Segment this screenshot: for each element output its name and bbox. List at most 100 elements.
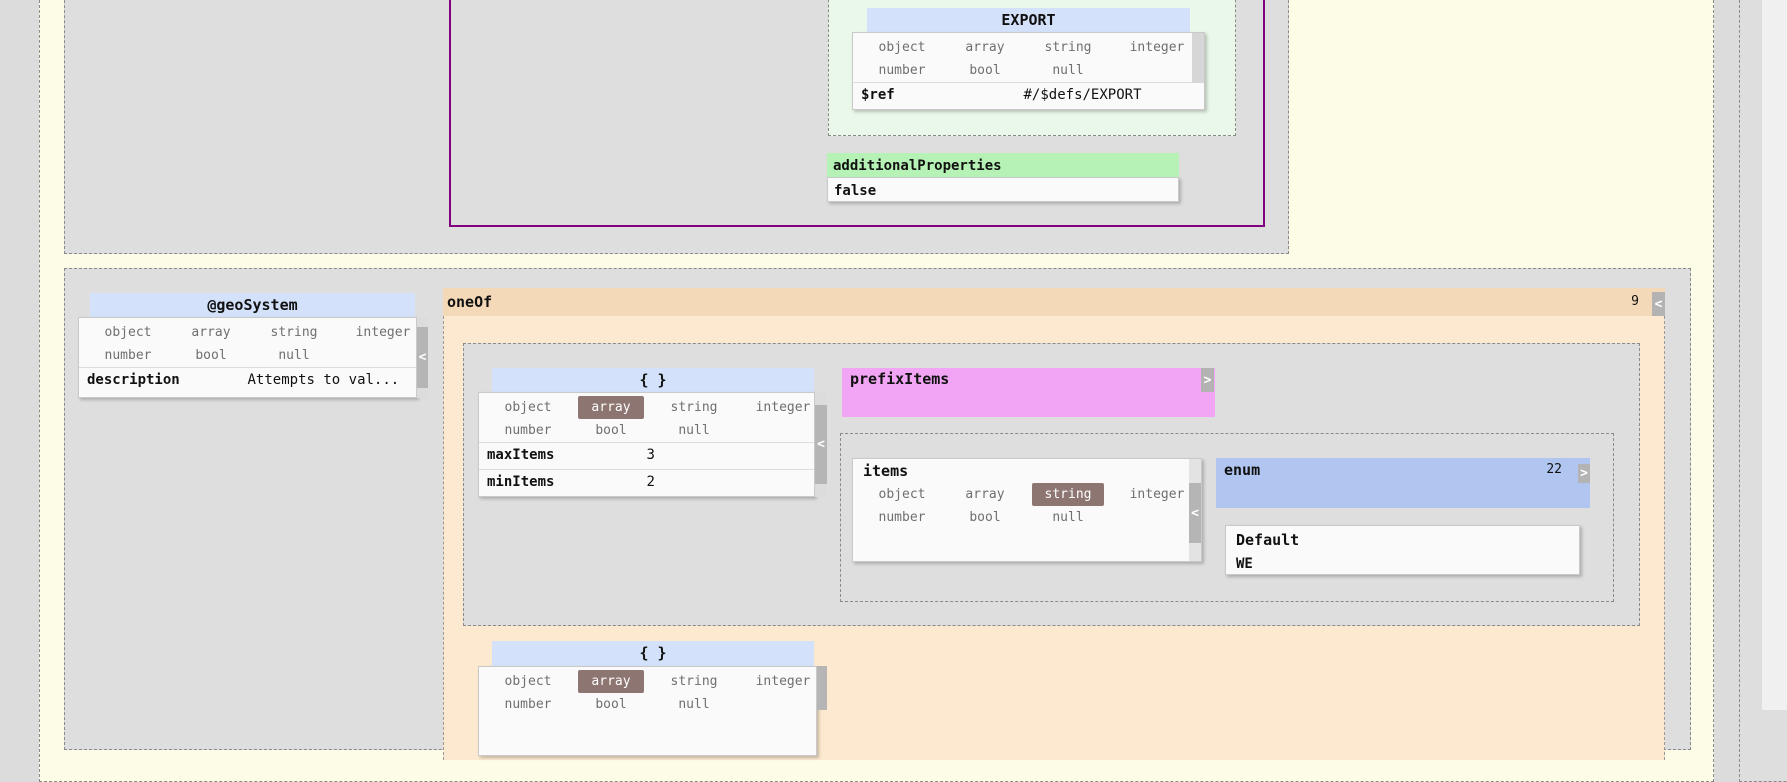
type-option-string[interactable]: string	[270, 325, 318, 340]
additional-properties-value-row[interactable]: false	[827, 177, 1179, 202]
tuple-schema-title-bar[interactable]: { }	[492, 368, 814, 392]
type-option-integer[interactable]: integer	[755, 400, 811, 415]
type-option-number[interactable]: number	[878, 510, 926, 525]
type-option-null[interactable]: null	[278, 348, 310, 363]
maxitems-value: 3	[646, 447, 655, 463]
type-option-row: object array string integer	[853, 36, 1204, 59]
prefixitems-expand-button[interactable]: >	[1201, 368, 1214, 392]
type-option-row: object array string integer	[853, 483, 1201, 506]
minitems-value: 2	[646, 474, 655, 490]
type-option-object[interactable]: object	[878, 487, 926, 502]
type-option-object[interactable]: object	[504, 674, 552, 689]
collapse-left-icon[interactable]: <	[815, 404, 827, 485]
type-option-null[interactable]: null	[678, 423, 710, 438]
type-option-number[interactable]: number	[504, 423, 552, 438]
type-option-object[interactable]: object	[878, 40, 926, 55]
type-option-number[interactable]: number	[104, 348, 152, 363]
tuple-schema-2-body: object array string integer number bool null	[478, 666, 817, 756]
geosystem-collapse-strip[interactable]: <	[417, 317, 428, 398]
type-option-row: number bool null	[479, 419, 814, 442]
collapse-left-icon[interactable]: <	[1189, 483, 1201, 543]
collapse-left-icon: <	[1654, 296, 1663, 312]
tuple-schema-collapse-strip[interactable]: <	[815, 392, 827, 497]
enum-default-label: Default	[1236, 531, 1300, 549]
tuple-schema-2-collapse-strip[interactable]	[817, 666, 827, 710]
enum-default-value: WE	[1236, 556, 1253, 572]
type-option-null[interactable]: null	[1052, 510, 1084, 525]
type-option-string[interactable]: string	[1031, 483, 1105, 506]
type-option-integer[interactable]: integer	[1129, 487, 1185, 502]
prefixitems-label: prefixItems	[850, 370, 950, 388]
vertical-scrollbar-track[interactable]	[1762, 0, 1787, 710]
type-option-object[interactable]: object	[504, 400, 552, 415]
enum-default-box[interactable]: Default WE	[1225, 525, 1580, 575]
prefixitems-box[interactable]: prefixItems >	[842, 368, 1215, 417]
type-option-bool[interactable]: bool	[195, 348, 227, 363]
type-option-array[interactable]: array	[191, 325, 231, 340]
expand-right-icon: >	[1203, 372, 1212, 388]
type-option-integer[interactable]: integer	[355, 325, 411, 340]
ref-value: #/$defs/EXPORT	[1023, 87, 1142, 103]
type-option-null[interactable]: null	[1052, 63, 1084, 78]
type-option-string[interactable]: string	[670, 400, 718, 415]
schema-editor-canvas: { "colors": { "page_bg": "#dcdcdc", "pan…	[39, 0, 1787, 782]
geosystem-body: object array string integer number bool null d…	[78, 317, 417, 398]
tuple-schema-body: object array string integer number bool null m…	[478, 392, 815, 497]
expand-right-icon: >	[1580, 466, 1588, 481]
type-option-bool[interactable]: bool	[595, 423, 627, 438]
description-row[interactable]: description Attempts to val...	[79, 367, 416, 394]
tuple-schema-title: { }	[639, 371, 667, 389]
description-key: description	[87, 372, 180, 388]
type-option-array[interactable]: array	[965, 40, 1005, 55]
type-option-number[interactable]: number	[878, 63, 926, 78]
items-type-selector: object array string integer number bool null	[853, 483, 1201, 529]
selected-node-outline	[449, 0, 1265, 227]
type-option-bool[interactable]: bool	[969, 510, 1001, 525]
export-body: object array string integer number bool null $…	[852, 32, 1205, 110]
type-option-row: number bool null	[853, 59, 1204, 82]
oneof-collapse-button[interactable]: <	[1652, 292, 1665, 317]
ref-row[interactable]: $ref #/$defs/EXPORT	[853, 82, 1194, 109]
enum-label: enum	[1224, 461, 1261, 479]
tuple-schema-type-selector: object array string integer number bool null	[479, 393, 814, 442]
type-option-object[interactable]: object	[104, 325, 152, 340]
oneof-header[interactable]: oneOf 9 <	[443, 288, 1665, 317]
type-option-row: object array string integer	[79, 321, 416, 344]
items-collapse-strip[interactable]: <	[1189, 459, 1201, 561]
type-option-row: number bool null	[79, 344, 416, 367]
ref-key: $ref	[861, 87, 895, 103]
type-option-string[interactable]: string	[1044, 40, 1092, 55]
type-option-bool[interactable]: bool	[595, 697, 627, 712]
maxitems-key: maxItems	[487, 447, 555, 463]
minitems-key: minItems	[487, 474, 555, 490]
oneof-label: oneOf	[447, 293, 493, 311]
type-option-array[interactable]: array	[965, 487, 1005, 502]
enum-header[interactable]: enum 22 >	[1216, 458, 1590, 508]
description-value: Attempts to val...	[247, 372, 400, 388]
maxitems-row[interactable]: maxItems 3	[479, 442, 814, 469]
geosystem-title-bar[interactable]: @geoSystem	[90, 293, 415, 317]
enum-expand-button[interactable]: >	[1578, 464, 1590, 483]
additional-properties-header[interactable]: additionalProperties	[827, 153, 1179, 177]
geosystem-type-selector: object array string integer number bool null	[79, 318, 416, 367]
type-option-integer[interactable]: integer	[755, 674, 811, 689]
export-title: EXPORT	[1001, 11, 1056, 29]
collapse-left-icon[interactable]: <	[417, 326, 428, 389]
minitems-row[interactable]: minItems 2	[479, 469, 814, 496]
type-option-integer[interactable]: integer	[1129, 40, 1185, 55]
type-option-row: object array string integer	[479, 396, 814, 419]
type-option-string[interactable]: string	[670, 674, 718, 689]
geosystem-title: @geoSystem	[207, 296, 298, 314]
type-option-array[interactable]: array	[578, 396, 644, 419]
type-option-bool[interactable]: bool	[969, 63, 1001, 78]
type-option-array[interactable]: array	[578, 670, 644, 693]
tuple-schema-2-title: { }	[639, 644, 667, 662]
oneof-count-badge: 9	[1631, 294, 1639, 309]
type-option-number[interactable]: number	[504, 697, 552, 712]
type-option-null[interactable]: null	[678, 697, 710, 712]
additional-properties-value: false	[834, 183, 877, 199]
type-option-row: number bool null	[479, 693, 816, 716]
export-title-bar[interactable]: EXPORT	[867, 8, 1190, 32]
export-scroll-strip[interactable]	[1192, 33, 1204, 83]
tuple-schema-2-title-bar[interactable]: { }	[492, 641, 814, 666]
